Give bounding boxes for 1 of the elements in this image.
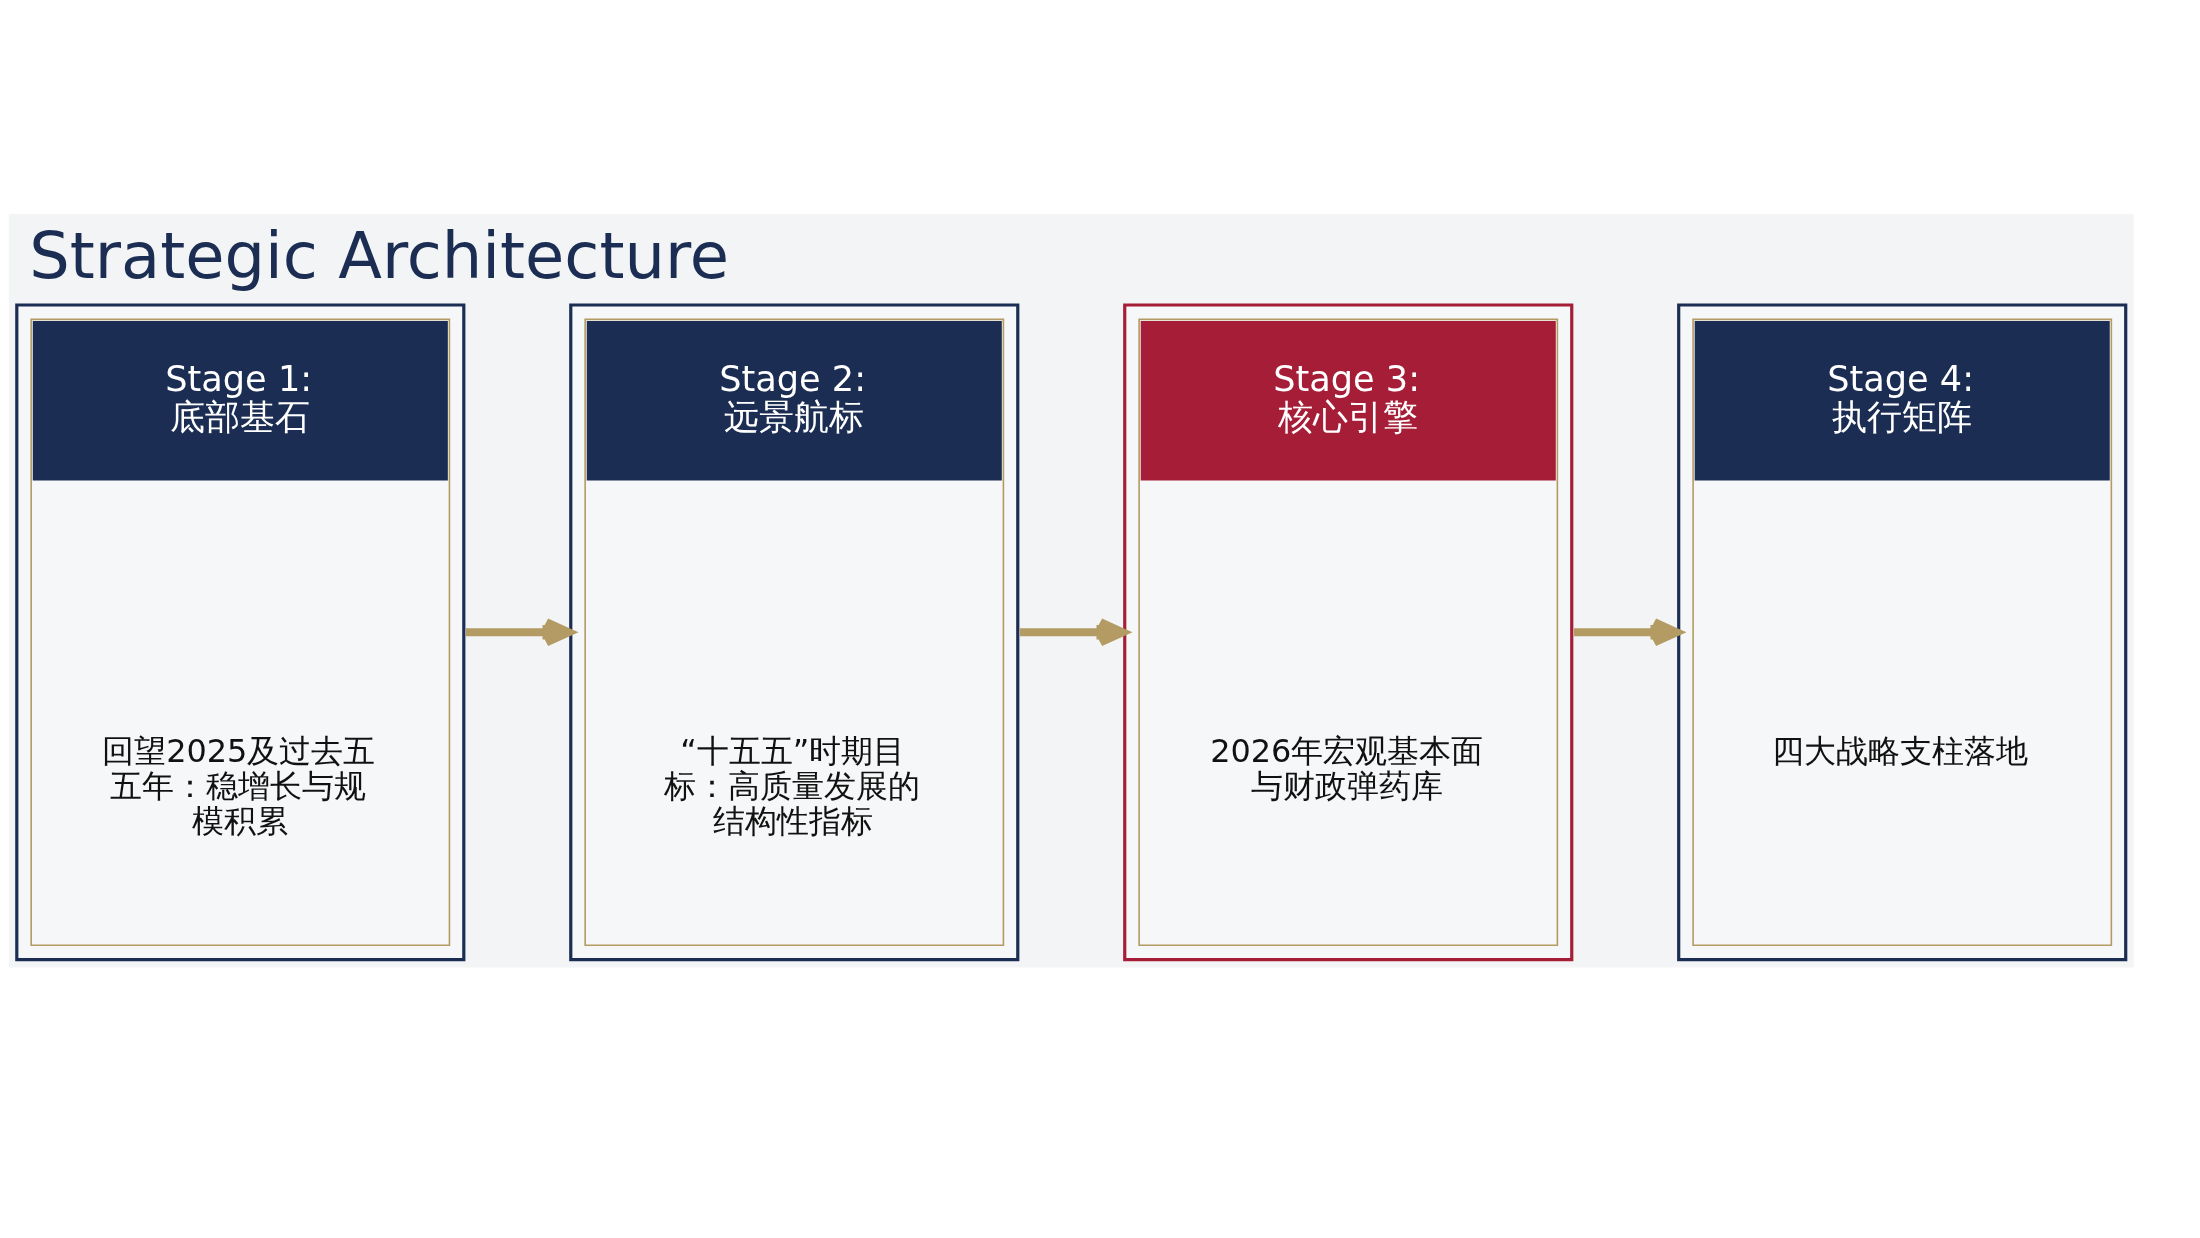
- diagram-title: Strategic Architecture: [29, 218, 730, 293]
